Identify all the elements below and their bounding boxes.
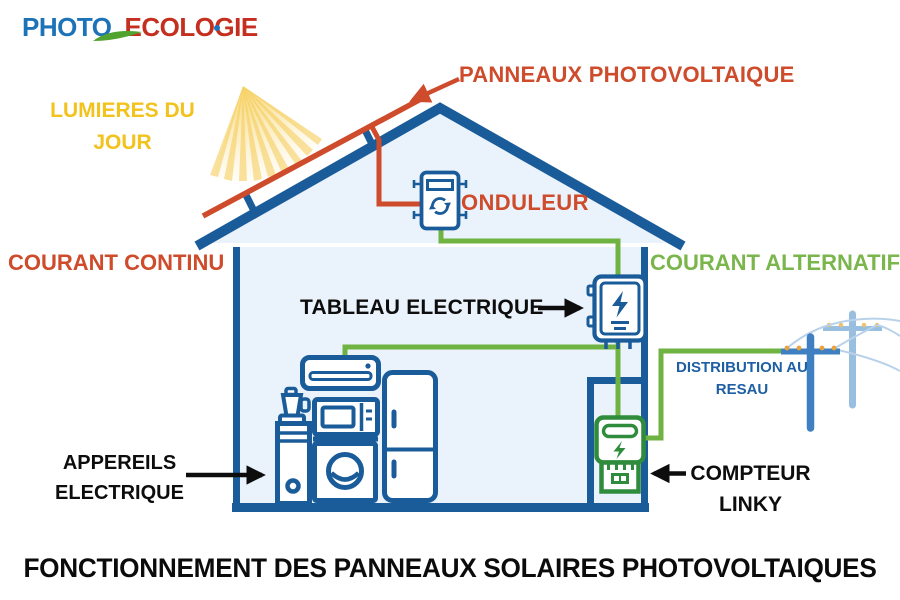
label-linky-meter: COMPTEUR LINKY: [690, 462, 811, 516]
linky-meter-icon: [594, 415, 646, 494]
air-conditioner-icon: [300, 355, 381, 391]
label-inverter: ONDULEUR: [461, 190, 589, 215]
brand-logo: PHOTO ECOLOGIE: [22, 12, 258, 43]
breaker-panel-icon: [586, 274, 648, 349]
sun-rays-icon: [210, 86, 322, 182]
label-solar-panels: PANNEAUX PHOTOVOLTAIQUE: [459, 62, 795, 87]
inverter-icon: [412, 170, 468, 231]
annotation-arrows: [186, 76, 686, 485]
panels-arrow: [409, 76, 460, 103]
solar-panel-icon: [201, 96, 423, 219]
logo-text-photo: PHOTO: [22, 12, 112, 42]
power-pole-icon: [781, 310, 900, 432]
microwave-icon: [312, 397, 380, 437]
label-daylight: LUMIERES DU JOUR: [50, 99, 195, 154]
label-grid-distribution: DISTRIBUTION AU RESAU: [676, 359, 808, 398]
leaf-icon: [93, 31, 142, 41]
fridge-icon: [382, 370, 438, 503]
logo-i-dot: [214, 25, 220, 31]
page-title: FONCTIONNEMENT DES PANNEAUX SOLAIRES PHO…: [23, 553, 877, 583]
label-appliances: APPEREILS ELECTRIQUE: [55, 452, 184, 504]
dc-wire: [369, 125, 420, 207]
washing-machine-icon: [312, 436, 378, 503]
blender-icon: [275, 386, 312, 506]
label-breaker-panel: TABLEAU ELECTRIQUE: [300, 296, 544, 319]
label-dc-current: COURANT CONTINU: [8, 250, 225, 275]
logo-text-ecologie: ECOLOGIE: [124, 12, 258, 42]
label-ac-current: COURANT ALTERNATIF: [650, 250, 900, 275]
